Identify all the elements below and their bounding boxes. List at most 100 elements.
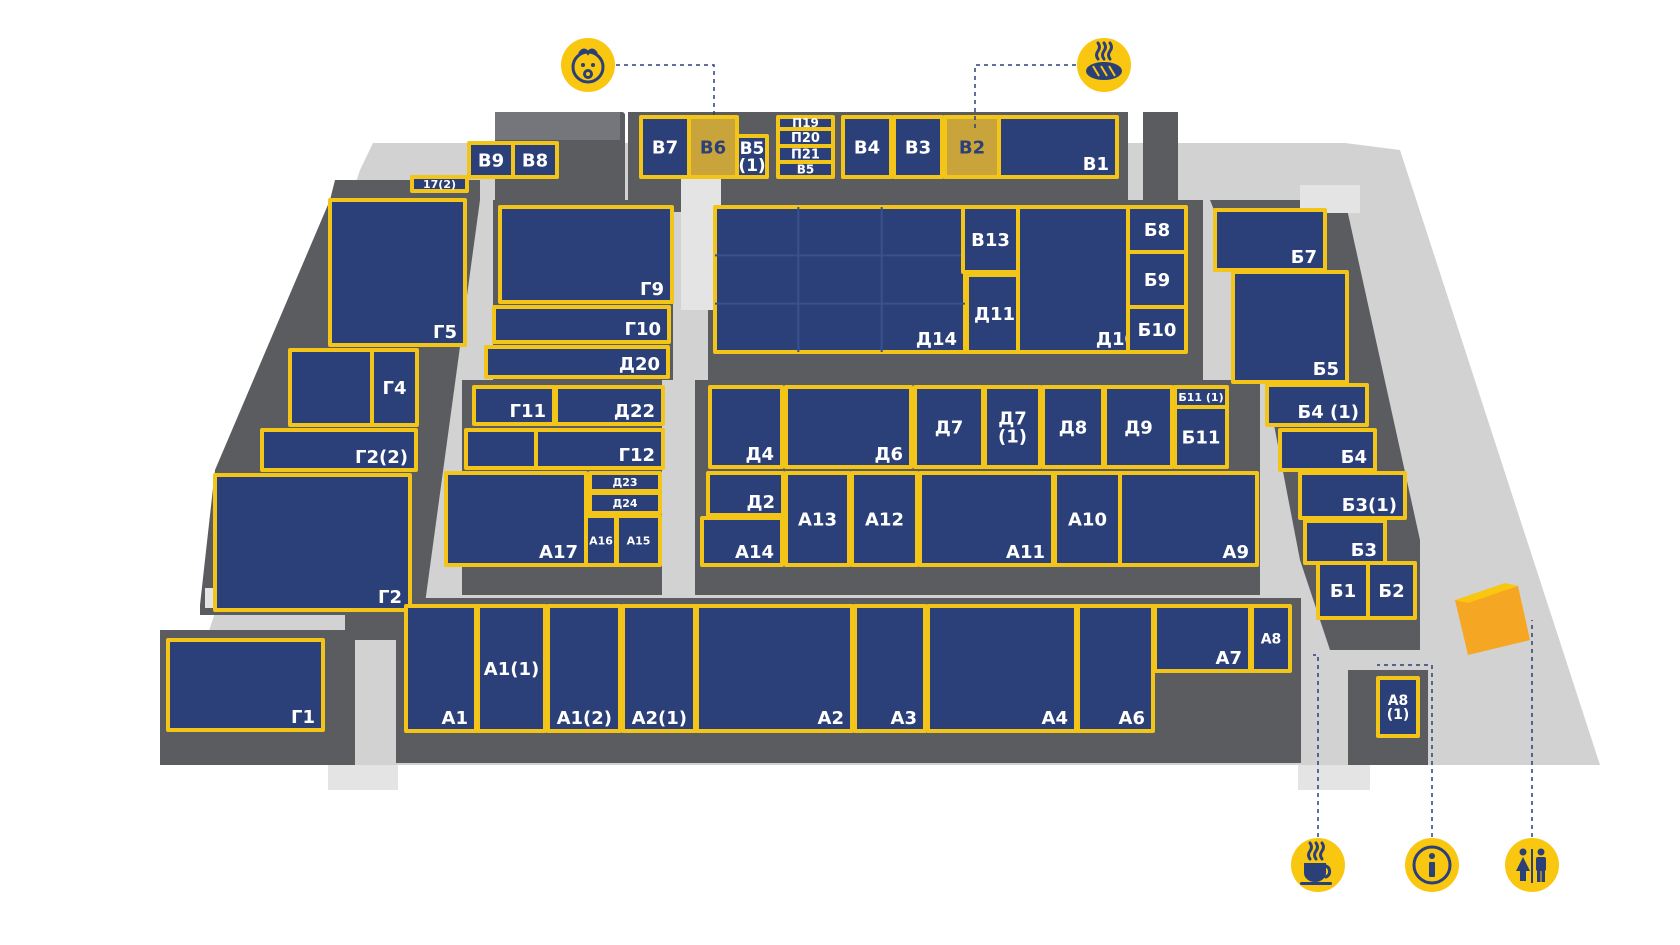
connector-line [974,64,1076,130]
store-unit-б11[interactable]: Б11 [1173,405,1229,469]
store-unit-а2[interactable]: А2 [695,604,854,733]
store-label: А2(1) [632,708,687,729]
store-unit-а9[interactable]: А9 [1118,471,1259,567]
store-unit-а13[interactable]: А13 [784,471,851,567]
store-unit-в6[interactable]: В6 [687,115,739,179]
store-unit-д7-1[interactable]: Д7(1) [983,385,1042,469]
store-unit-б11-1[interactable]: Б11 (1) [1173,385,1229,409]
store-unit-г12-left[interactable] [464,428,538,470]
store-unit-г2[interactable]: Г2 [213,473,412,612]
store-unit-г1[interactable]: Г1 [166,638,325,732]
store-unit-б5[interactable]: Б5 [1231,270,1349,384]
store-unit-в9[interactable]: В9 [467,141,515,179]
store-unit-б1[interactable]: Б1 [1316,561,1370,620]
store-unit-б3[interactable]: Б3 [1303,519,1387,565]
store-unit-а1-1[interactable]: А1(1) [476,604,547,733]
store-unit-а8-1[interactable]: А8(1) [1376,676,1420,738]
store-unit-г5[interactable]: Г5 [328,198,467,347]
store-unit-а4[interactable]: А4 [926,604,1078,733]
store-unit-а12[interactable]: А12 [850,471,919,567]
store-label: Г4 [383,378,407,399]
store-unit-д8[interactable]: Д8 [1041,385,1105,469]
store-unit-б8[interactable]: Б8 [1126,205,1188,254]
store-unit-б10[interactable]: Б10 [1126,305,1188,354]
store-unit-д6[interactable]: Д6 [784,385,913,469]
store-unit-г11[interactable]: Г11 [472,385,556,426]
store-unit-д24[interactable]: Д24 [588,491,662,515]
stairs-bottom-left [328,765,398,790]
baby-icon[interactable] [561,38,715,117]
store-unit-в7[interactable]: В7 [639,115,691,179]
store-unit-п19[interactable]: П19 [776,115,835,131]
coffee-icon[interactable] [1291,654,1345,892]
store-unit-д9[interactable]: Д9 [1103,385,1174,469]
store-unit-в13[interactable]: В13 [961,205,1020,274]
store-unit-17-2[interactable]: 17(2) [410,175,469,193]
store-unit-а3[interactable]: А3 [853,604,927,733]
store-unit-г2-2[interactable]: Г2(2) [260,428,418,472]
store-unit-а1[interactable]: А1 [404,604,478,733]
store-unit-д2[interactable]: Д2 [706,471,785,517]
store-unit-б3-1[interactable]: Б3(1) [1298,471,1407,520]
store-label: Д11 [974,304,1015,325]
store-unit-д7[interactable]: Д7 [913,385,985,469]
store-unit-а1-2[interactable]: А1(2) [546,604,622,733]
store-label: В7 [652,137,678,158]
store-unit-а11[interactable]: А11 [918,471,1055,567]
store-unit-д4[interactable]: Д4 [708,385,784,469]
store-label: В9 [478,150,504,171]
store-unit-д23[interactable]: Д23 [588,471,662,493]
info-icon[interactable] [1377,664,1459,892]
store-unit-б4[interactable]: Б4 [1278,428,1377,472]
store-unit-г4[interactable]: Г4 [370,348,419,427]
store-unit-а16[interactable]: А16 [584,514,618,567]
store-unit-г10[interactable]: Г10 [492,305,671,344]
store-unit-в8[interactable]: В8 [511,141,559,179]
bread-icon[interactable] [974,38,1131,130]
store-unit-а15[interactable]: А15 [615,514,662,567]
store-label: Б4 (1) [1298,402,1360,423]
store-unit-д14[interactable]: Д14 [713,205,967,354]
store-unit-п20[interactable]: П20 [776,127,835,148]
store-label: А3 [891,708,917,729]
store-label: Г10 [624,319,661,340]
store-label: Г2 [378,587,402,608]
store-unit-г12[interactable]: Г12 [534,428,665,470]
store-unit-д10[interactable]: Д10 [1016,205,1147,354]
store-unit-б9[interactable]: Б9 [1126,250,1188,309]
store-unit-а7[interactable]: А7 [1153,604,1252,673]
store-label: П20 [791,131,820,146]
store-label: Б4 [1341,447,1367,468]
store-unit-а2-1[interactable]: А2(1) [621,604,697,733]
store-label: Д20 [619,354,660,375]
connector-line [1377,664,1433,837]
store-unit-в1[interactable]: В1 [997,115,1119,179]
store-unit-в2[interactable]: В2 [943,115,1001,179]
store-unit-в4[interactable]: В4 [841,115,893,179]
store-unit-а17[interactable]: А17 [444,471,588,567]
store-unit-г9[interactable]: Г9 [498,205,674,304]
store-unit-в5-1[interactable]: В5(1) [735,134,769,179]
store-unit-б7[interactable]: Б7 [1213,208,1327,272]
store-unit-б4-1[interactable]: Б4 (1) [1265,383,1369,427]
store-label: Д6 [874,444,903,465]
store-unit-а14[interactable]: А14 [700,516,784,567]
store-label: В13 [971,230,1010,251]
store-unit-д20[interactable]: Д20 [484,345,670,379]
store-unit-в5[interactable]: В5 [776,160,835,179]
store-unit-а6[interactable]: А6 [1076,604,1155,733]
store-label: Д7 [935,417,964,438]
store-label: Г5 [433,322,457,343]
store-label: А1(1) [484,659,539,680]
store-unit-а10[interactable]: А10 [1053,471,1122,567]
wc-icon[interactable] [1505,620,1559,892]
store-label: Б3 [1351,540,1377,561]
store-unit-а8[interactable]: А8 [1250,604,1292,673]
store-unit-д11[interactable]: Д11 [965,273,1024,354]
store-unit-б2[interactable]: Б2 [1366,561,1417,620]
store-label: А9 [1223,542,1249,563]
store-unit-д22[interactable]: Д22 [554,385,665,426]
store-unit-в3[interactable]: В3 [892,115,944,179]
